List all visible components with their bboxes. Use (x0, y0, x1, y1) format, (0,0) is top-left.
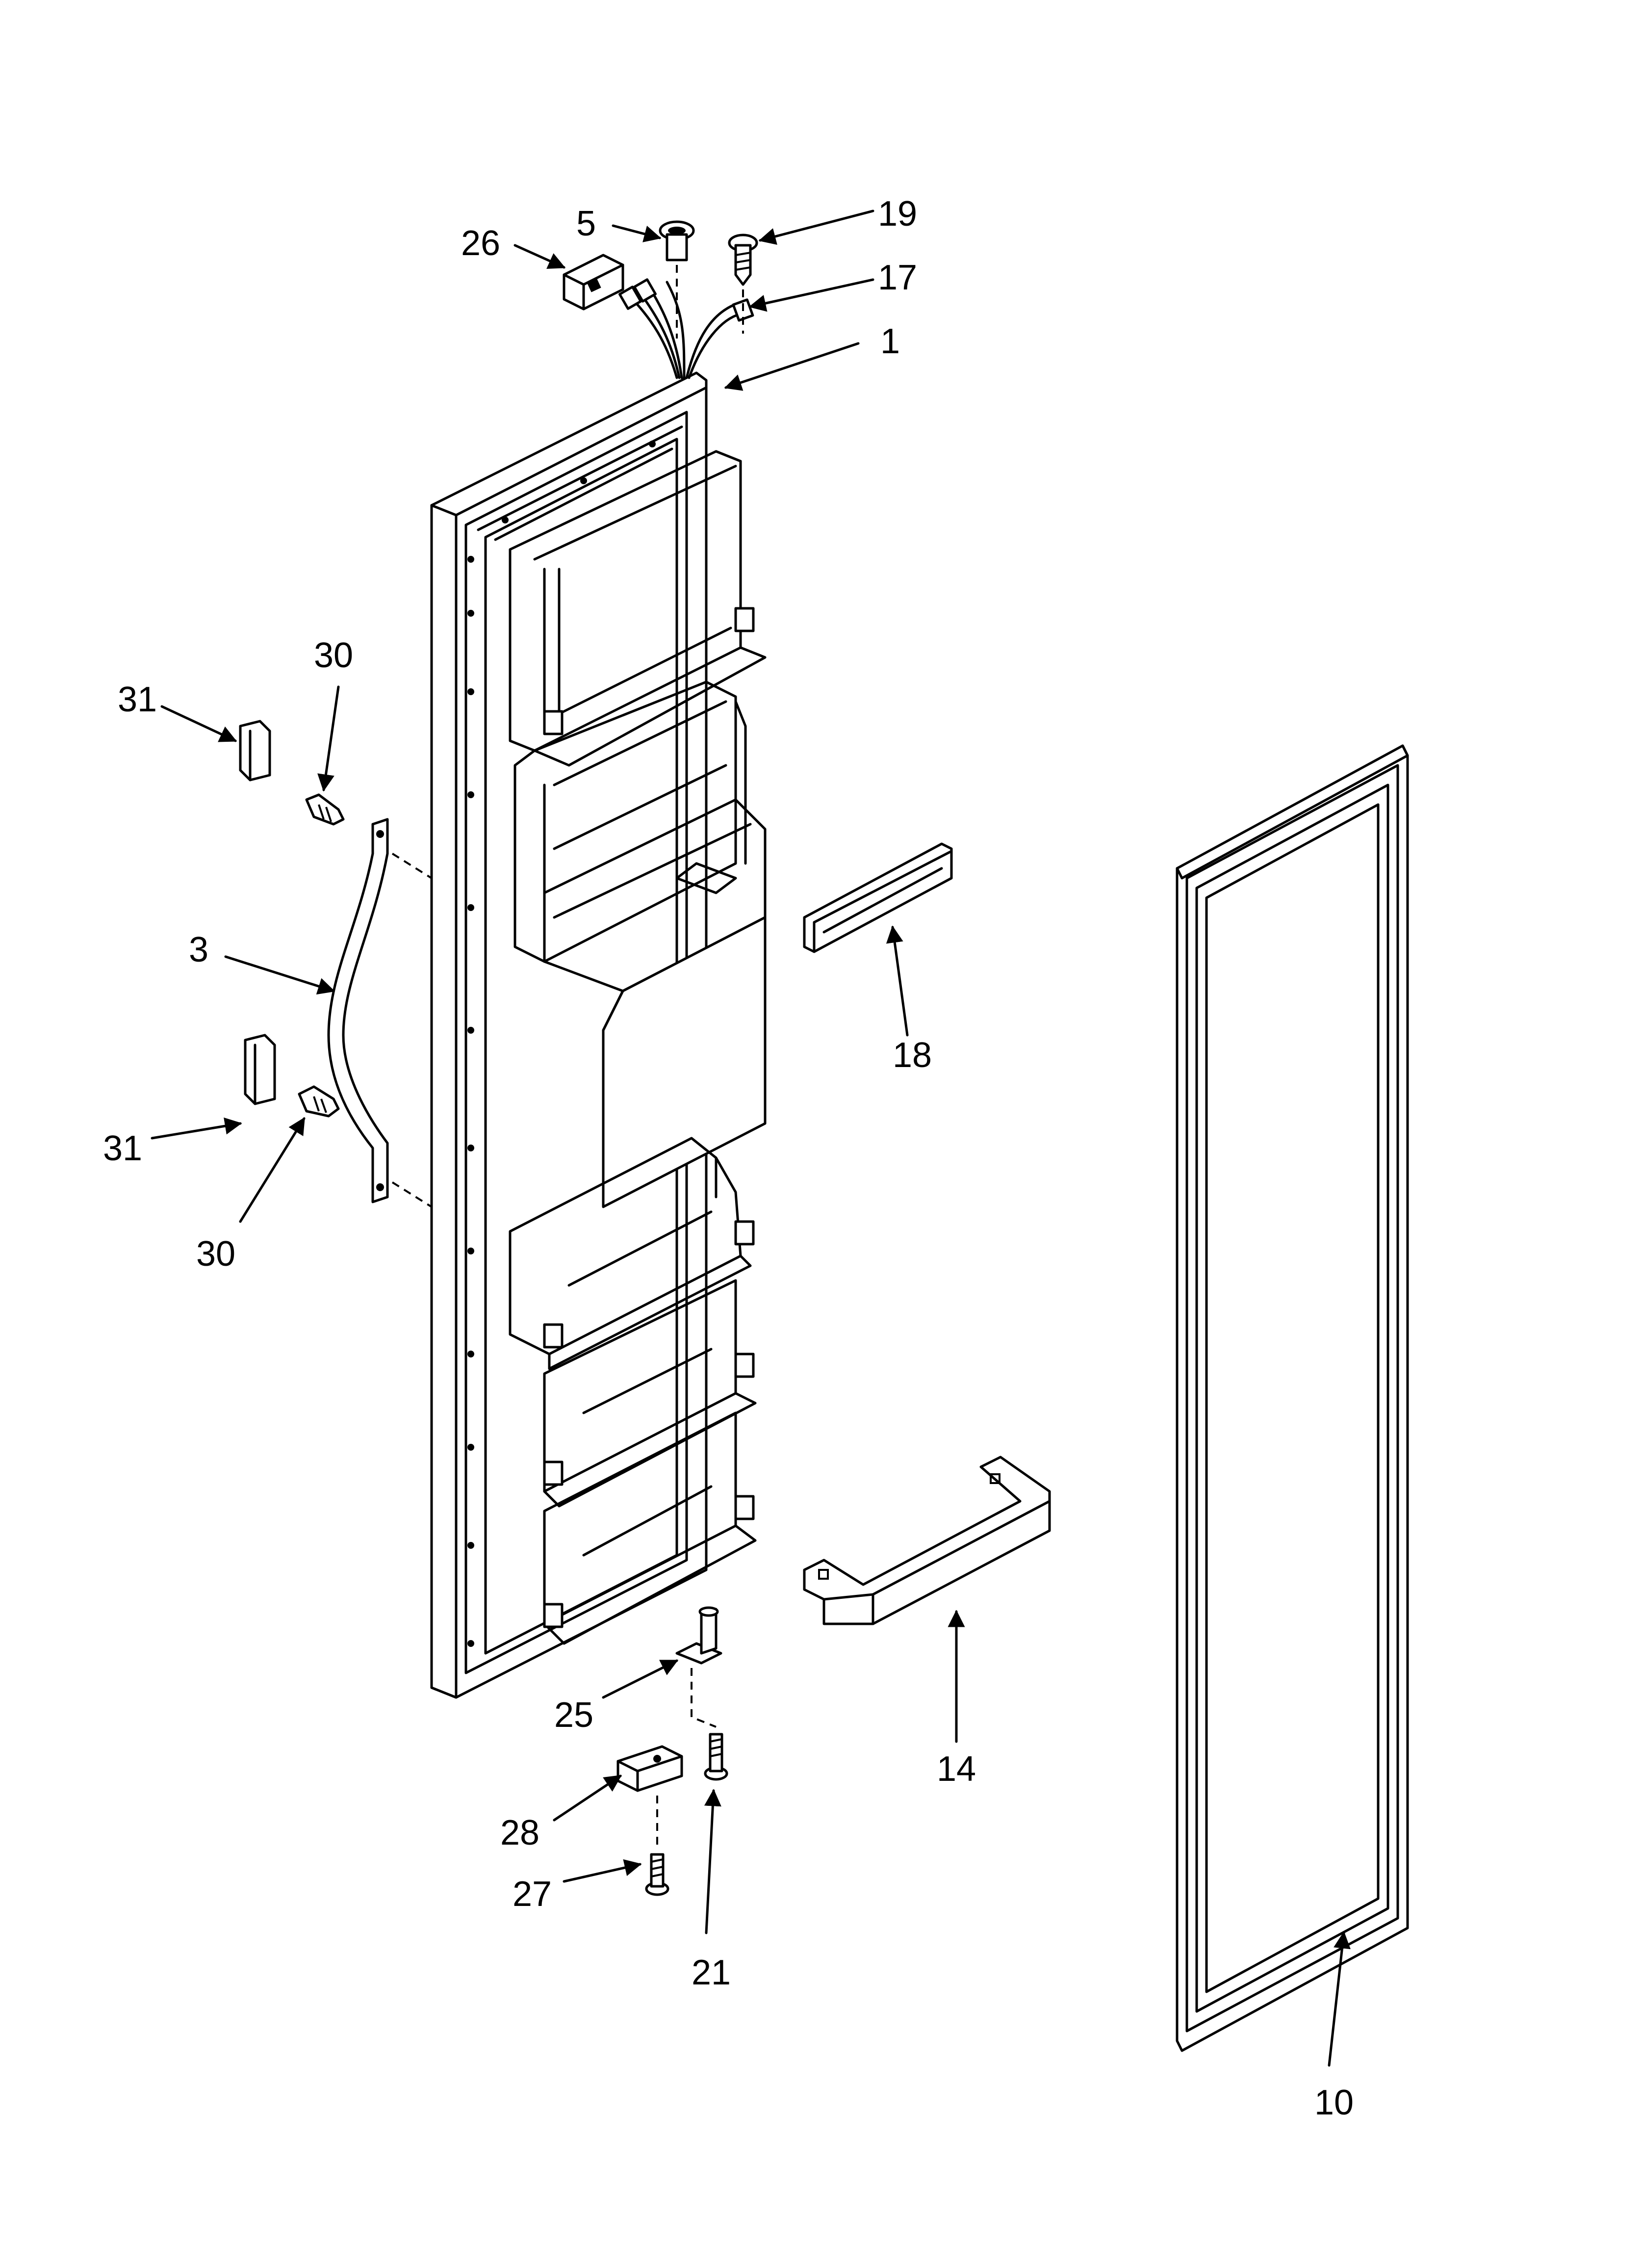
callout-27: 27 (513, 1875, 552, 1914)
callout-labels: 5 19 26 17 1 30 31 3 18 31 30 25 14 28 2… (103, 194, 1354, 2122)
wire-harness (618, 278, 754, 379)
hinge-screw-27 (645, 1853, 669, 1896)
door-gasket (1176, 744, 1409, 2052)
dispenser-trim (803, 842, 953, 953)
callout-5: 5 (576, 204, 596, 243)
handle-end-cap-lower (244, 1034, 276, 1105)
handle-screw-lower (298, 1085, 340, 1118)
callout-10: 10 (1314, 2083, 1354, 2122)
door-bin (803, 1456, 1051, 1625)
callout-14: 14 (937, 1749, 976, 1789)
callout-3: 3 (189, 930, 208, 969)
callout-30-upper: 30 (314, 636, 353, 675)
callout-25: 25 (554, 1695, 593, 1735)
handle-end-cap-upper (239, 720, 271, 782)
callout-26: 26 (461, 224, 500, 263)
door-handle (327, 818, 433, 1208)
leader-lines (151, 209, 1351, 2067)
hinge-bushing (675, 1606, 722, 1728)
callout-18: 18 (893, 1036, 932, 1075)
callout-31-lower: 31 (103, 1129, 142, 1168)
callout-1: 1 (880, 322, 900, 361)
callout-28: 28 (500, 1813, 539, 1852)
hinge-plate (616, 1745, 683, 1850)
top-screw (728, 234, 758, 334)
connector-block (563, 254, 624, 311)
door-screw-holes (467, 441, 656, 1647)
callout-19: 19 (878, 194, 917, 234)
callout-30-lower: 30 (196, 1234, 235, 1274)
door-assembly (430, 371, 767, 1699)
hinge-screw-21 (704, 1733, 728, 1781)
callout-31-upper: 31 (118, 680, 157, 719)
light-socket (659, 220, 695, 339)
callout-17: 17 (878, 258, 917, 297)
handle-screw-upper (305, 793, 345, 826)
callout-21: 21 (692, 1953, 731, 1992)
